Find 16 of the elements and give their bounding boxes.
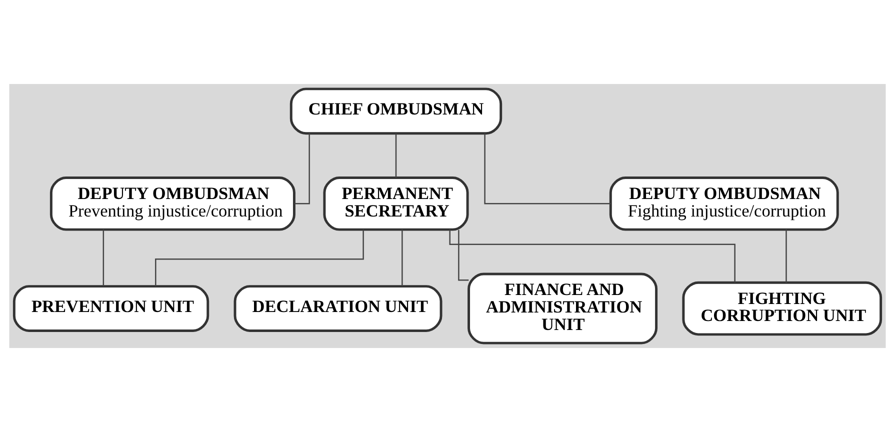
node-box: PERMANENT SECRETARY xyxy=(323,176,469,231)
node-box: PREVENTION UNIT xyxy=(12,285,210,332)
connector xyxy=(102,230,104,286)
connector xyxy=(402,230,403,286)
node-box: FINANCE AND ADMINISTRATION UNIT xyxy=(468,272,658,344)
node-box: DEPUTY OMBUDSMAN Preventing injustice/corruption xyxy=(50,176,296,231)
node-box: DEPUTY OMBUDSMAN Fighting injustice/corruption xyxy=(609,176,839,231)
connector xyxy=(294,134,310,204)
node-box: FIGHTING CORRUPTION UNIT xyxy=(682,281,882,336)
connector xyxy=(449,230,736,282)
connector xyxy=(484,134,610,204)
node-box: CHIEF OMBUDSMAN xyxy=(290,88,502,135)
node-box: DECLARATION UNIT xyxy=(234,285,442,332)
connector xyxy=(786,230,787,283)
connector xyxy=(395,134,397,178)
connector xyxy=(155,230,364,286)
